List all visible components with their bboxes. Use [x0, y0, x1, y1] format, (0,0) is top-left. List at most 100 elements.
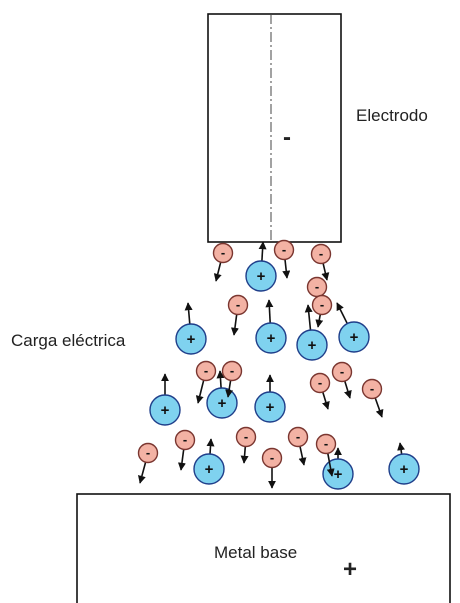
negative-electron-circle — [287, 426, 309, 448]
positive-ion: + — [388, 442, 420, 485]
positive-ion: + — [149, 373, 181, 426]
negative-electron-circle — [310, 243, 332, 265]
positive-ion: + — [336, 302, 370, 353]
motion-arrow — [206, 438, 215, 455]
motion-arrow — [344, 380, 352, 399]
negative-electron-circle — [221, 360, 243, 382]
motion-arrow — [213, 262, 222, 282]
positive-sign: + — [187, 331, 196, 348]
negative-electron: - — [287, 426, 309, 466]
motion-arrow — [177, 449, 186, 471]
negative-sign: - — [324, 436, 328, 451]
motion-arrow — [184, 302, 193, 325]
metal-base-rect — [76, 493, 451, 603]
motion-arrow — [321, 263, 330, 281]
motion-arrow — [265, 299, 274, 324]
negative-electron-circle — [174, 429, 196, 451]
electrode-label: Electrodo — [356, 106, 428, 125]
motion-arrow — [138, 461, 147, 484]
negative-electron: - — [212, 242, 234, 282]
positive-ion-circle — [388, 453, 420, 485]
motion-arrow — [336, 302, 349, 324]
negative-electron-circle — [235, 426, 257, 448]
negative-sign: - — [230, 363, 234, 378]
positive-sign: + — [161, 402, 170, 419]
motion-arrow — [225, 380, 234, 398]
negative-electron-circle — [331, 361, 353, 383]
negative-electron: - — [137, 442, 159, 484]
positive-sign: + — [400, 461, 409, 478]
electrode-rect — [207, 13, 342, 243]
motion-arrow — [195, 380, 205, 404]
negative-electron: - — [195, 360, 217, 404]
motion-arrow — [282, 259, 291, 279]
negative-electron-circle — [195, 360, 217, 382]
positive-sign: + — [267, 330, 276, 347]
motion-arrow — [304, 304, 313, 331]
positive-sign: + — [266, 399, 275, 416]
negative-sign: - — [315, 279, 319, 294]
negative-electron-circle — [361, 378, 383, 400]
negative-electron: - — [311, 294, 333, 328]
negative-sign: - — [282, 242, 286, 257]
negative-sign: - — [318, 375, 322, 390]
negative-electron-circle — [309, 372, 331, 394]
positive-ion-circle — [149, 394, 181, 426]
negative-electron: - — [361, 378, 384, 418]
positive-ion-circle — [296, 329, 328, 361]
positive-ion: + — [255, 299, 287, 354]
charge-label: Carga eléctrica — [11, 331, 126, 350]
negative-sign: - — [370, 381, 374, 396]
negative-electron: - — [174, 429, 196, 471]
motion-arrow — [258, 241, 267, 262]
negative-electron: - — [310, 243, 332, 281]
negative-electron: - — [261, 447, 283, 489]
positive-ion-circle — [175, 323, 207, 355]
positive-ion: + — [254, 374, 286, 423]
negative-electron: - — [221, 360, 243, 398]
negative-electron-circle — [311, 294, 333, 316]
base-label: Metal base — [214, 543, 298, 562]
motion-arrow — [322, 391, 330, 410]
negative-electron-circle — [273, 239, 295, 261]
motion-arrow — [298, 446, 307, 466]
negative-electron-circle — [315, 433, 337, 455]
negative-electron-circle — [227, 294, 249, 316]
negative-sign: - — [236, 297, 240, 312]
positive-ion-circle — [255, 322, 287, 354]
positive-sign: + — [308, 337, 317, 354]
negative-electron: - — [227, 294, 249, 336]
negative-sign: - — [204, 363, 208, 378]
positive-ion: + — [175, 302, 207, 355]
negative-electron: - — [309, 372, 331, 410]
positive-ion: + — [245, 241, 277, 292]
negative-sign: - — [270, 450, 274, 465]
negative-electron: - — [273, 239, 295, 279]
negative-sign: - — [340, 364, 344, 379]
motion-arrow — [397, 442, 406, 455]
positive-sign: + — [350, 329, 359, 346]
base-sign: + — [343, 556, 358, 583]
positive-ion: + — [193, 438, 225, 485]
motion-arrow — [326, 453, 335, 477]
positive-sign: + — [205, 461, 214, 478]
negative-sign: - — [221, 245, 225, 260]
positive-ion-circle — [338, 321, 370, 353]
particles-group: +++++++++++----------------- — [137, 239, 420, 490]
positive-ion-circle — [254, 391, 286, 423]
positive-sign: + — [334, 466, 343, 483]
positive-ion-circle — [245, 260, 277, 292]
motion-arrow — [230, 314, 239, 336]
negative-sign: - — [320, 297, 324, 312]
negative-sign: - — [146, 445, 150, 460]
negative-sign: - — [296, 429, 300, 444]
motion-arrow — [315, 314, 324, 328]
electrode-sign: - — [283, 124, 291, 151]
negative-electron-circle — [212, 242, 234, 264]
motion-arrow — [240, 446, 249, 464]
negative-electron-circle — [261, 447, 283, 469]
positive-sign: + — [257, 268, 266, 285]
negative-sign: - — [319, 246, 323, 261]
